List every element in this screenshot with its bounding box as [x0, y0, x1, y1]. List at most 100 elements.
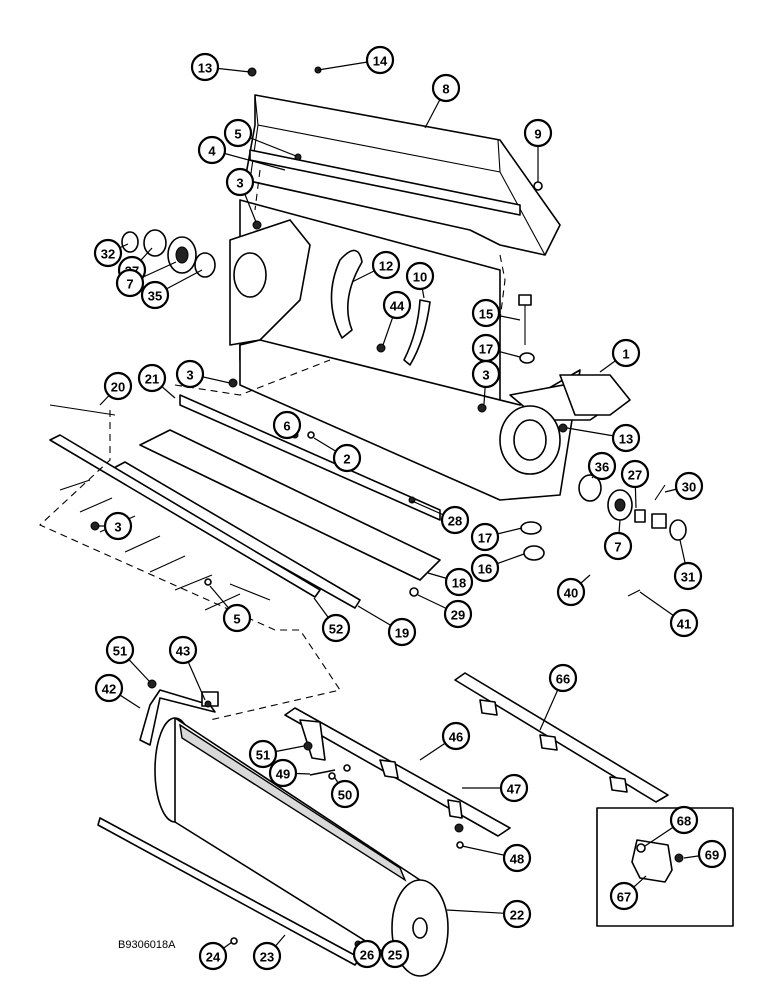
callout-24: 24 — [198, 941, 228, 971]
callout-16: 16 — [470, 553, 500, 583]
callout-circle — [197, 135, 227, 165]
callout-13: 13 — [611, 423, 641, 453]
callout-44: 44 — [382, 290, 412, 320]
callout-number: 47 — [507, 782, 521, 797]
callout-circle — [380, 939, 410, 969]
callout-circle — [611, 338, 641, 368]
callout-circle — [444, 567, 474, 597]
callout-number: 16 — [478, 562, 492, 577]
callout-66: 66 — [548, 663, 578, 693]
callout-circle — [502, 843, 532, 873]
callout-circle — [673, 561, 703, 591]
callout-number: 42 — [102, 682, 116, 697]
callout-7: 7 — [603, 531, 633, 561]
callout-circle — [332, 443, 362, 473]
callout-49: 49 — [268, 758, 298, 788]
callout-5: 5 — [222, 603, 252, 633]
callout-circle — [387, 617, 417, 647]
callout-69: 69 — [697, 839, 727, 869]
pin-part-49 — [309, 769, 336, 776]
callout-circle — [103, 371, 133, 401]
callout-1: 1 — [611, 338, 641, 368]
callout-number: 43 — [176, 644, 190, 659]
callout-circle — [443, 599, 473, 629]
callout-number: 18 — [452, 576, 466, 591]
callout-number: 23 — [260, 950, 274, 965]
callout-3: 3 — [225, 167, 255, 197]
callout-circle — [115, 268, 145, 298]
phantom-lines — [39, 169, 506, 721]
callout-3: 3 — [175, 359, 205, 389]
callout-number: 66 — [556, 672, 570, 687]
callout-circle — [587, 451, 617, 481]
callout-22: 22 — [502, 899, 532, 929]
callout-number: 49 — [276, 767, 290, 782]
callout-number: 50 — [338, 788, 352, 803]
callout-31: 31 — [673, 561, 703, 591]
callout-48: 48 — [502, 843, 532, 873]
callout-14: 14 — [365, 45, 395, 75]
callout-number: 51 — [256, 748, 270, 763]
callout-circle — [225, 167, 255, 197]
callout-number: 13 — [619, 432, 633, 447]
callout-10: 10 — [405, 261, 435, 291]
callout-circle — [190, 52, 220, 82]
callout-number: 5 — [233, 612, 240, 627]
callout-number: 69 — [705, 848, 719, 863]
callout-number: 26 — [360, 948, 374, 963]
callout-circle — [105, 635, 135, 665]
callout-number: 19 — [395, 626, 409, 641]
callout-circle — [382, 290, 412, 320]
callout-number: 3 — [236, 176, 243, 191]
callout-number: 12 — [379, 259, 393, 274]
callout-number: 17 — [478, 531, 492, 546]
callout-number: 3 — [114, 520, 121, 535]
callout-21: 21 — [137, 363, 167, 393]
callout-circle — [365, 45, 395, 75]
callout-number: 3 — [482, 368, 489, 383]
callout-19: 19 — [387, 617, 417, 647]
callout-7: 7 — [115, 268, 145, 298]
callout-number: 48 — [510, 852, 524, 867]
figure-code: B9306018A — [118, 939, 176, 951]
callout-circle — [440, 505, 470, 535]
bolt-part-15 — [518, 294, 535, 364]
callout-circle — [371, 250, 401, 280]
callout-circle — [609, 881, 639, 911]
callout-number: 52 — [329, 622, 343, 637]
callout-circle — [471, 298, 501, 328]
callout-15: 15 — [471, 298, 501, 328]
callout-circle — [198, 941, 228, 971]
callout-number: 6 — [283, 419, 290, 434]
callout-40: 40 — [556, 577, 586, 607]
callout-circle — [502, 899, 532, 929]
callout-number: 31 — [681, 570, 695, 585]
callout-number: 67 — [617, 890, 631, 905]
callout-20: 20 — [103, 371, 133, 401]
scraper-bar-part-23 — [97, 817, 361, 966]
callout-number: 35 — [148, 289, 162, 304]
callout-23: 23 — [252, 941, 282, 971]
callout-circle — [669, 608, 699, 638]
callout-circle — [405, 261, 435, 291]
callout-number: 29 — [451, 608, 465, 623]
callout-3: 3 — [103, 511, 133, 541]
callout-number: 27 — [628, 468, 642, 483]
callout-number: 21 — [145, 372, 159, 387]
callout-number: 9 — [534, 127, 541, 142]
callout-number: 2 — [343, 452, 350, 467]
callout-number: 32 — [101, 247, 115, 262]
callout-number: 44 — [390, 299, 405, 314]
callout-circle — [168, 635, 198, 665]
callout-number: 14 — [373, 54, 388, 69]
callout-number: 20 — [111, 380, 125, 395]
callout-circle — [431, 73, 461, 103]
callout-46: 46 — [441, 721, 471, 751]
callout-5: 5 — [223, 118, 253, 148]
callout-35: 35 — [140, 280, 170, 310]
callout-circle — [603, 531, 633, 561]
callout-circle — [223, 118, 253, 148]
callout-4: 4 — [197, 135, 227, 165]
callout-circle — [471, 359, 501, 389]
